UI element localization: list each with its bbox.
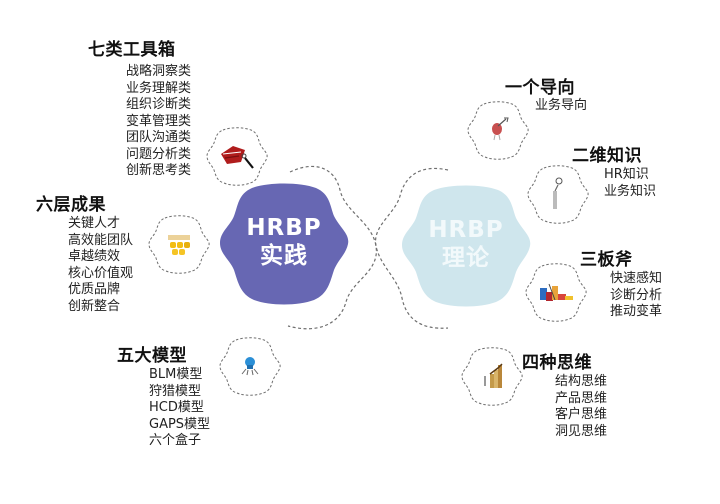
direction-title: 一个导向 <box>505 78 575 98</box>
thinking-group: 四种思维 结构思维 产品思维 客户思维 洞见思维 <box>522 353 607 440</box>
toolbox-item: 战略洞察类 <box>126 64 192 79</box>
toolbox-item: 业务理解类 <box>126 80 192 96</box>
knowledge-title: 二维知识 <box>572 146 642 166</box>
thinking-item: 客户思维 <box>555 407 608 422</box>
thinking-item: 洞见思维 <box>555 423 608 439</box>
theory-star-shape <box>402 185 531 307</box>
results-title: 六层成果 <box>36 195 106 215</box>
results-group: 六层成果 关键人才 高效能团队 卓越绩效 核心价值观 优质品牌 创新整合 <box>36 195 133 315</box>
direction-group: 一个导向 业务导向 <box>505 78 587 115</box>
thinking-person-icon <box>553 177 563 209</box>
toolbox-group: 七类工具箱 战略洞察类 业务理解类 组织诊断类 变革管理类 团队沟通类 问题分析… <box>88 40 191 180</box>
thinking-node <box>460 346 524 406</box>
practice-title-line1: HRBP <box>246 215 322 241</box>
toolbox-item: 组织诊断类 <box>126 97 192 112</box>
colored-blocks-icon <box>540 283 573 301</box>
axes-group: 三板斧 快速感知 诊断分析 推动变革 <box>580 250 662 321</box>
toolbox-node <box>205 126 269 186</box>
toolbox-item: 变革管理类 <box>126 113 192 129</box>
results-item: 创新整合 <box>68 298 121 314</box>
models-item: 狩猎模型 <box>149 383 202 399</box>
toolbox-title: 七类工具箱 <box>88 40 176 60</box>
axes-item: 快速感知 <box>610 271 663 286</box>
dashed-star-outline <box>527 165 589 224</box>
gold-coins-icon <box>168 235 190 255</box>
thinking-title: 四种思维 <box>522 353 592 373</box>
models-title: 五大模型 <box>117 346 187 366</box>
axes-node <box>524 262 588 322</box>
practice-star-shape <box>220 183 349 305</box>
results-item: 关键人才 <box>68 216 121 231</box>
toolbox-icon <box>221 146 254 169</box>
models-item: 六个盒子 <box>149 433 202 448</box>
results-item: 核心价值观 <box>68 265 134 281</box>
target-arrow-icon <box>492 117 509 141</box>
theory-title-line1: HRBP <box>428 217 504 243</box>
results-item: 卓越绩效 <box>68 249 121 264</box>
models-item: BLM模型 <box>149 367 203 382</box>
axes-item: 推动变革 <box>610 304 663 319</box>
axes-title: 三板斧 <box>580 250 633 270</box>
toolbox-item: 创新思考类 <box>126 163 192 178</box>
hrbp-theory-node: HRBP 理论 <box>400 182 532 308</box>
practice-title-line2: 实践 <box>260 243 308 269</box>
bar-chart-figure-icon <box>484 363 503 388</box>
theory-title-line2: 理论 <box>442 245 490 271</box>
models-item: GAPS模型 <box>149 416 211 432</box>
knowledge-node <box>526 163 590 225</box>
direction-item: 业务导向 <box>535 98 588 113</box>
results-item: 高效能团队 <box>68 232 134 248</box>
models-group: 五大模型 BLM模型 狩猎模型 HCD模型 GAPS模型 六个盒子 <box>117 346 210 450</box>
knowledge-item: 业务知识 <box>604 183 657 199</box>
thinking-item: 结构思维 <box>555 374 608 389</box>
thinking-item: 产品思维 <box>555 390 608 406</box>
toolbox-item: 团队沟通类 <box>126 130 192 145</box>
knowledge-item: HR知识 <box>604 167 649 182</box>
axes-item: 诊断分析 <box>610 287 663 303</box>
models-item: HCD模型 <box>149 400 204 415</box>
toolbox-item: 问题分析类 <box>126 146 192 162</box>
hrbp-practice-node: HRBP 实践 <box>218 180 350 306</box>
results-node <box>147 214 211 274</box>
direction-node <box>466 100 530 160</box>
knowledge-group: 二维知识 HR知识 业务知识 <box>572 146 656 200</box>
model-figure-icon <box>241 357 259 376</box>
models-node <box>218 336 282 396</box>
results-item: 优质品牌 <box>68 282 121 297</box>
